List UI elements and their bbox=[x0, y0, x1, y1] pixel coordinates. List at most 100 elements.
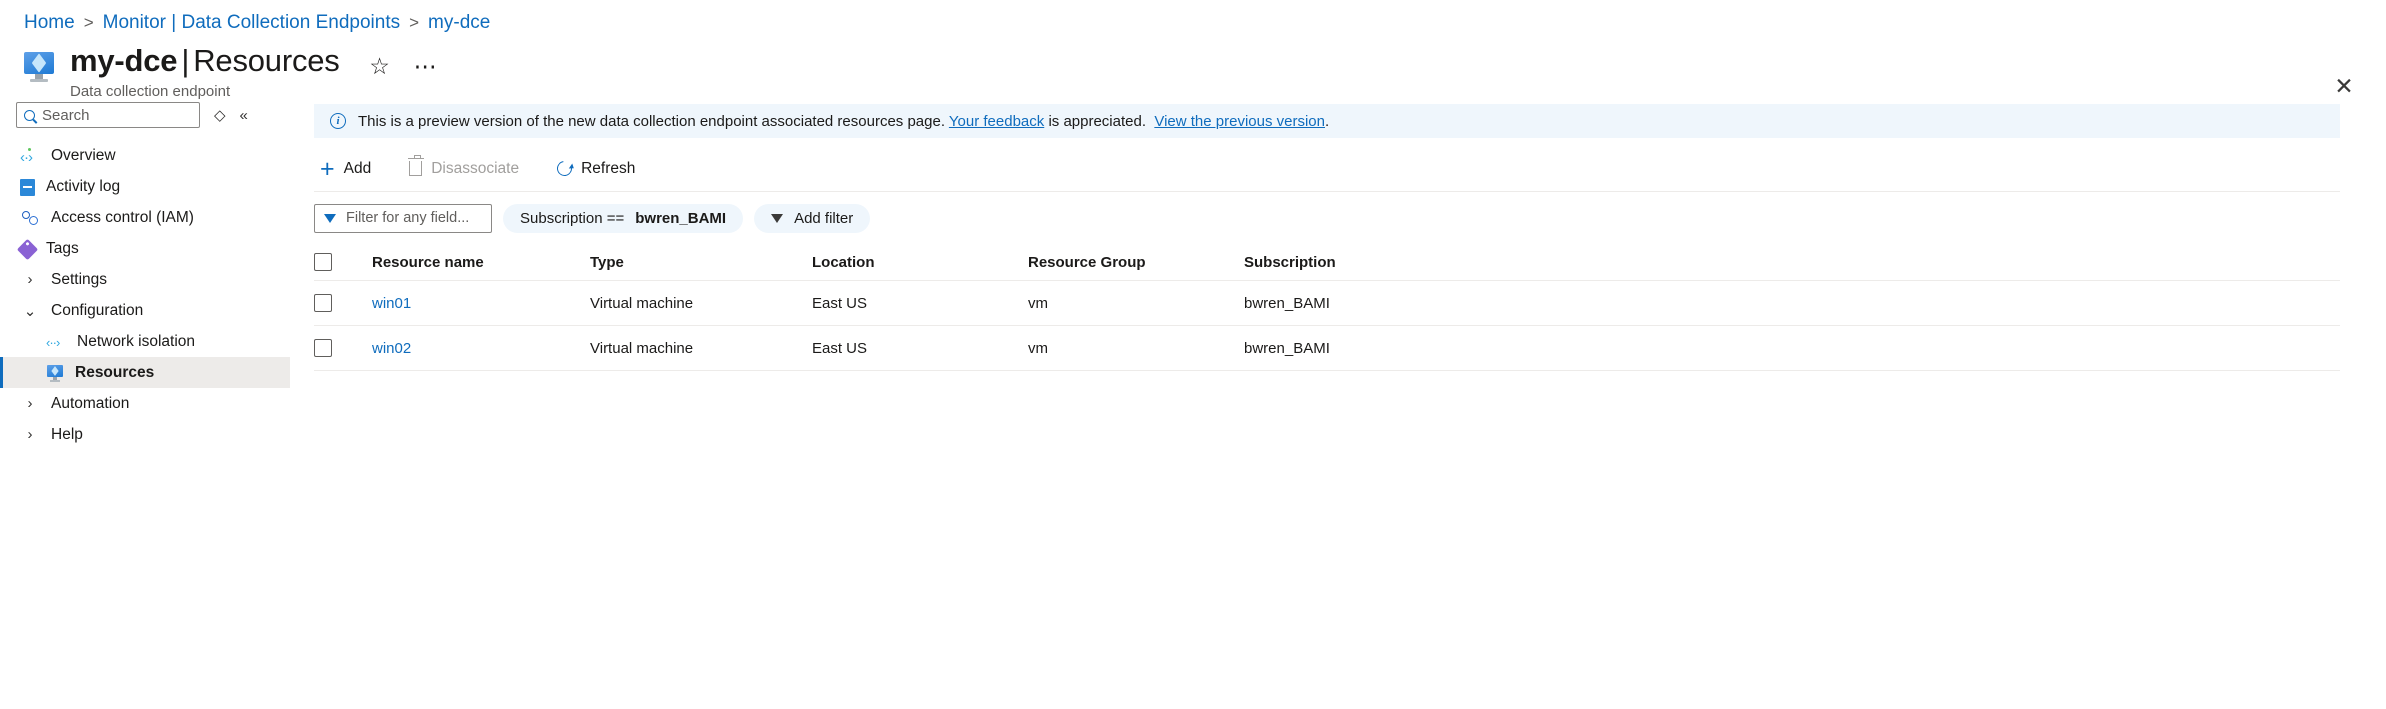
sidebar-item-label: Network isolation bbox=[77, 332, 196, 350]
data-collection-endpoint-icon bbox=[22, 49, 56, 83]
overview-icon bbox=[20, 146, 40, 166]
resource-link[interactable]: win01 bbox=[372, 294, 412, 312]
plus-icon: + bbox=[320, 154, 335, 183]
main-content: i This is a preview version of the new d… bbox=[290, 92, 2386, 371]
sidebar-item-label: Access control (IAM) bbox=[51, 208, 194, 226]
sidebar-item-activity-log[interactable]: Activity log bbox=[0, 171, 290, 202]
collapse-chevron-icon[interactable]: « bbox=[239, 106, 248, 124]
access-control-icon bbox=[20, 208, 40, 228]
subscription-filter-prefix: Subscription == bbox=[520, 209, 625, 227]
cell-location: East US bbox=[812, 325, 1028, 371]
disassociate-button-label: Disassociate bbox=[431, 159, 520, 177]
sidebar-item-overview[interactable]: Overview bbox=[0, 140, 290, 171]
breadcrumb-item-current[interactable]: my-dce bbox=[428, 12, 491, 33]
chevron-right-icon: › bbox=[27, 271, 33, 288]
chevron-down-icon: ⌄ bbox=[23, 302, 37, 320]
sidebar-item-settings[interactable]: › Settings bbox=[0, 264, 290, 295]
cell-type: Virtual machine bbox=[590, 325, 812, 371]
sidebar-item-label: Help bbox=[51, 425, 83, 443]
sidebar-item-label: Resources bbox=[75, 363, 155, 381]
cell-resource-group: vm bbox=[1028, 325, 1244, 371]
table-row: win02 Virtual machine East US vm bwren_B… bbox=[314, 325, 2340, 371]
refresh-icon bbox=[554, 158, 576, 179]
sidebar-nav: Overview Activity log Access control (IA… bbox=[0, 140, 290, 450]
search-placeholder: Search bbox=[42, 106, 90, 124]
breadcrumb-item-home[interactable]: Home bbox=[24, 12, 75, 33]
page-title: my-dce|Resources bbox=[70, 44, 340, 78]
cell-resource-name: win02 bbox=[372, 325, 590, 371]
cell-location: East US bbox=[812, 280, 1028, 326]
sidebar-item-automation[interactable]: › Automation bbox=[0, 388, 290, 419]
filter-bar: Filter for any field... Subscription == … bbox=[314, 192, 2340, 244]
banner-text-between: is appreciated. bbox=[1048, 112, 1146, 130]
resources-icon bbox=[46, 365, 64, 382]
column-header-resource-name[interactable]: Resource name bbox=[372, 244, 590, 281]
row-select-cell bbox=[314, 280, 372, 326]
breadcrumb: Home > Monitor | Data Collection Endpoin… bbox=[0, 0, 2386, 34]
page-subtitle: Data collection endpoint bbox=[70, 83, 231, 100]
add-filter-button[interactable]: Add filter bbox=[754, 203, 871, 233]
sidebar-item-label: Settings bbox=[51, 270, 108, 288]
activity-log-icon bbox=[20, 178, 35, 196]
select-all-checkbox[interactable] bbox=[314, 253, 332, 271]
sidebar-item-label: Automation bbox=[51, 394, 130, 412]
subscription-filter-value: bwren_BAMI bbox=[635, 209, 727, 227]
star-icon[interactable]: ☆ bbox=[369, 52, 390, 79]
your-feedback-link[interactable]: Your feedback bbox=[948, 112, 1045, 130]
sidebar: Search ◇ « Overview Activity log Access … bbox=[0, 92, 290, 450]
row-select-cell bbox=[314, 325, 372, 371]
refresh-button-label: Refresh bbox=[581, 159, 636, 177]
filter-input-placeholder: Filter for any field... bbox=[346, 210, 470, 226]
row-checkbox[interactable] bbox=[314, 339, 332, 357]
breadcrumb-separator: > bbox=[83, 13, 94, 32]
view-previous-version-link[interactable]: View the previous version bbox=[1154, 112, 1325, 130]
cell-resource-name: win01 bbox=[372, 280, 590, 326]
banner-text: This is a preview version of the new dat… bbox=[358, 112, 945, 130]
sidebar-item-access-control[interactable]: Access control (IAM) bbox=[0, 202, 290, 233]
ellipsis-icon[interactable]: ⋯ bbox=[413, 53, 438, 79]
row-checkbox[interactable] bbox=[314, 294, 332, 312]
add-button[interactable]: + Add bbox=[314, 156, 377, 182]
breadcrumb-separator: > bbox=[409, 13, 420, 32]
add-button-label: Add bbox=[343, 159, 372, 177]
disassociate-button[interactable]: Disassociate bbox=[403, 155, 525, 182]
trash-icon bbox=[407, 155, 424, 176]
funnel-icon bbox=[771, 213, 784, 223]
page-header: my-dce|Resources Data collection endpoin… bbox=[0, 34, 2386, 100]
column-header-resource-group[interactable]: Resource Group bbox=[1028, 244, 1244, 281]
close-icon[interactable]: ✕ bbox=[2334, 72, 2354, 99]
cell-subscription: bwren_BAMI bbox=[1244, 325, 2340, 371]
page-title-separator: | bbox=[181, 43, 190, 78]
refresh-button[interactable]: Refresh bbox=[551, 156, 641, 182]
search-input[interactable]: Search bbox=[16, 102, 200, 128]
banner-text-after: . bbox=[1325, 112, 1330, 130]
preview-banner: i This is a preview version of the new d… bbox=[314, 104, 2340, 138]
breadcrumb-item-monitor[interactable]: Monitor | Data Collection Endpoints bbox=[102, 12, 401, 33]
resize-handle-icon[interactable]: ◇ bbox=[214, 106, 226, 124]
sidebar-item-configuration[interactable]: ⌄ Configuration bbox=[0, 295, 290, 326]
sidebar-item-network-isolation[interactable]: Network isolation bbox=[0, 326, 290, 357]
column-header-type[interactable]: Type bbox=[590, 244, 812, 281]
subscription-filter-pill[interactable]: Subscription == bwren_BAMI bbox=[503, 203, 744, 233]
sidebar-item-tags[interactable]: Tags bbox=[0, 233, 290, 264]
select-all-header bbox=[314, 244, 372, 281]
command-toolbar: + Add Disassociate Refresh bbox=[314, 148, 2340, 192]
column-header-subscription[interactable]: Subscription bbox=[1244, 244, 2340, 281]
sidebar-item-label: Tags bbox=[46, 239, 79, 257]
column-header-location[interactable]: Location bbox=[812, 244, 1028, 281]
resource-link[interactable]: win02 bbox=[372, 339, 412, 357]
cell-resource-group: vm bbox=[1028, 280, 1244, 326]
network-isolation-icon bbox=[46, 332, 66, 352]
chevron-right-icon: › bbox=[27, 426, 33, 443]
sidebar-item-label: Activity log bbox=[46, 177, 121, 195]
sidebar-item-resources[interactable]: Resources bbox=[0, 357, 290, 388]
funnel-icon bbox=[324, 213, 336, 223]
sidebar-item-label: Configuration bbox=[51, 301, 144, 319]
resources-table: Resource name Type Location Resource Gro… bbox=[314, 244, 2340, 371]
cell-type: Virtual machine bbox=[590, 280, 812, 326]
page-title-resource: my-dce bbox=[70, 43, 178, 78]
filter-input[interactable]: Filter for any field... bbox=[314, 203, 492, 233]
table-row: win01 Virtual machine East US vm bwren_B… bbox=[314, 280, 2340, 326]
sidebar-item-help[interactable]: › Help bbox=[0, 419, 290, 450]
page-title-section: Resources bbox=[193, 43, 340, 78]
